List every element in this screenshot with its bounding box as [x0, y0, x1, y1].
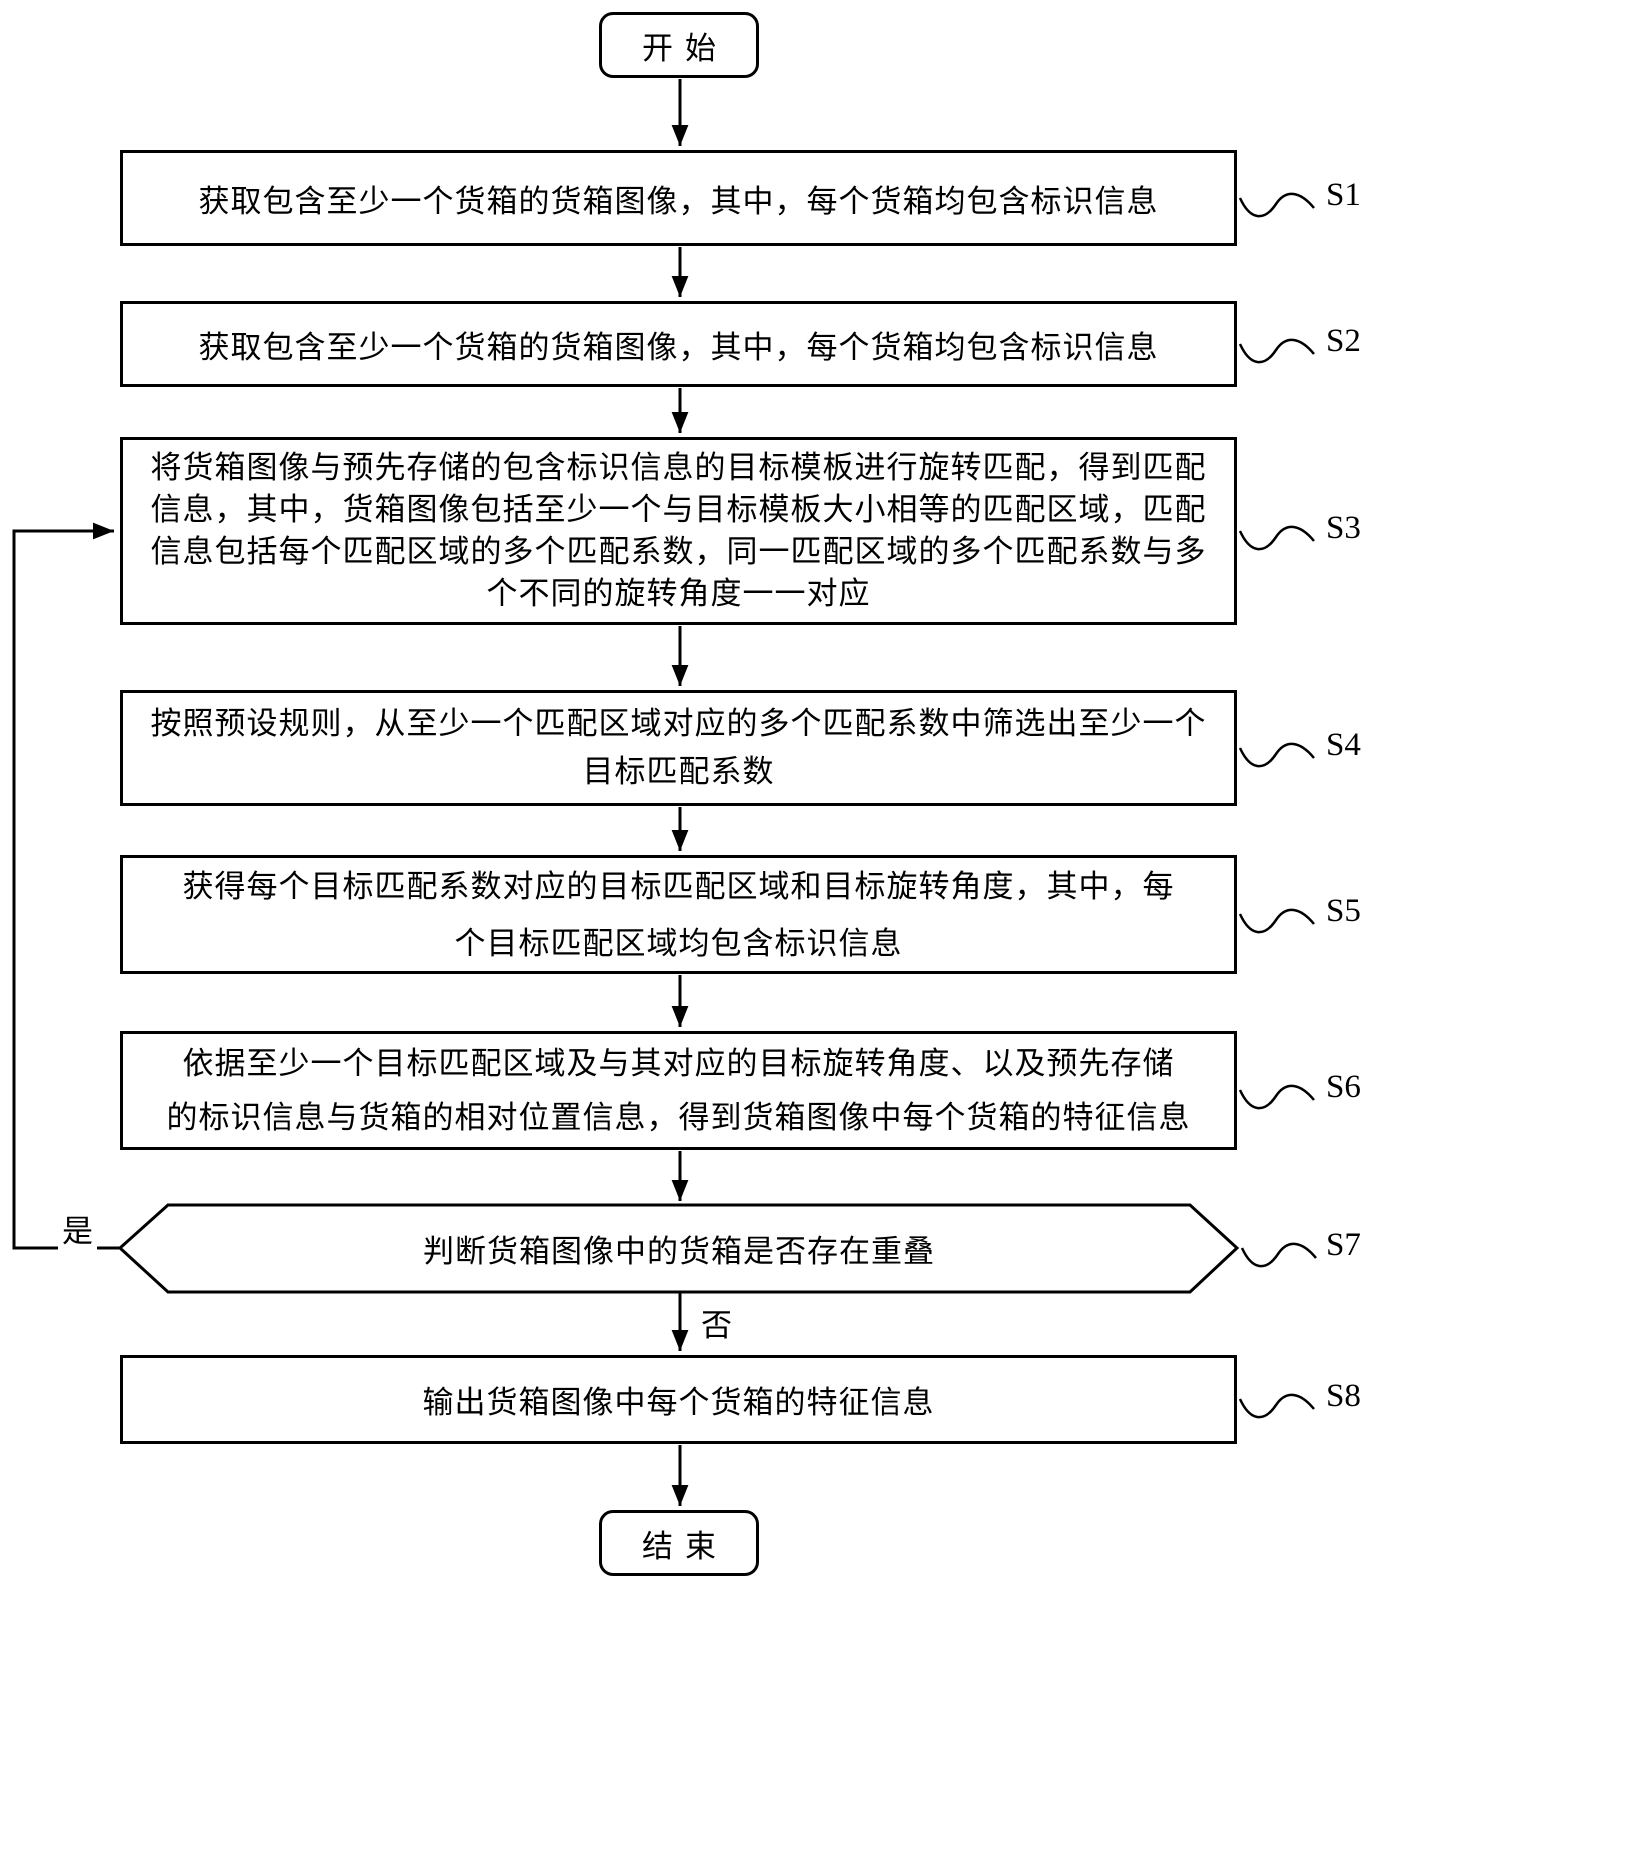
step-label-s4: S4 [1326, 727, 1361, 763]
squiggle-s3 [1238, 525, 1315, 551]
step-box-s3: 将货箱图像与预先存储的包含标识信息的目标模板进行旋转匹配，得到匹配 信息，其中，… [120, 437, 1237, 625]
decision-hexagon [117, 1203, 1240, 1294]
squiggle-s4 [1238, 742, 1315, 768]
end-terminal: 结束 [599, 1510, 759, 1576]
step-label-s6: S6 [1326, 1069, 1361, 1105]
squiggle-s1 [1238, 192, 1315, 218]
squiggle-s6 [1238, 1084, 1315, 1110]
step-box-s1: 获取包含至少一个货箱的货箱图像，其中，每个货箱均包含标识信息 [120, 150, 1237, 246]
step-label-s3: S3 [1326, 510, 1361, 546]
yes-branch-label: 是 [58, 1206, 97, 1251]
squiggle-s5 [1238, 908, 1315, 934]
step-box-s6: 依据至少一个目标匹配区域及与其对应的目标旋转角度、以及预先存储 的标识信息与货箱… [120, 1031, 1237, 1150]
step-label-s8: S8 [1326, 1378, 1361, 1414]
decision-text-s7: 判断货箱图像中的货箱是否存在重叠 [423, 1234, 935, 1269]
squiggle-s2 [1238, 338, 1315, 364]
no-branch-label: 否 [697, 1300, 736, 1345]
step-label-s7: S7 [1326, 1227, 1361, 1263]
step-box-s4: 按照预设规则，从至少一个匹配区域对应的多个匹配系数中筛选出至少一个 目标匹配系数 [120, 690, 1237, 806]
step-box-s5: 获得每个目标匹配系数对应的目标匹配区域和目标旋转角度，其中，每 个目标匹配区域均… [120, 855, 1237, 974]
step-label-s2: S2 [1326, 323, 1361, 359]
step-box-s2: 获取包含至少一个货箱的货箱图像，其中，每个货箱均包含标识信息 [120, 301, 1237, 387]
arrow-s7-yes-loop-to-s3 [12, 522, 120, 1250]
squiggle-s8 [1238, 1393, 1315, 1419]
step-label-s5: S5 [1326, 893, 1361, 929]
squiggle-s7 [1240, 1242, 1317, 1268]
start-terminal: 开始 [599, 12, 759, 78]
step-label-s1: S1 [1326, 177, 1361, 213]
step-box-s8: 输出货箱图像中每个货箱的特征信息 [120, 1355, 1237, 1444]
